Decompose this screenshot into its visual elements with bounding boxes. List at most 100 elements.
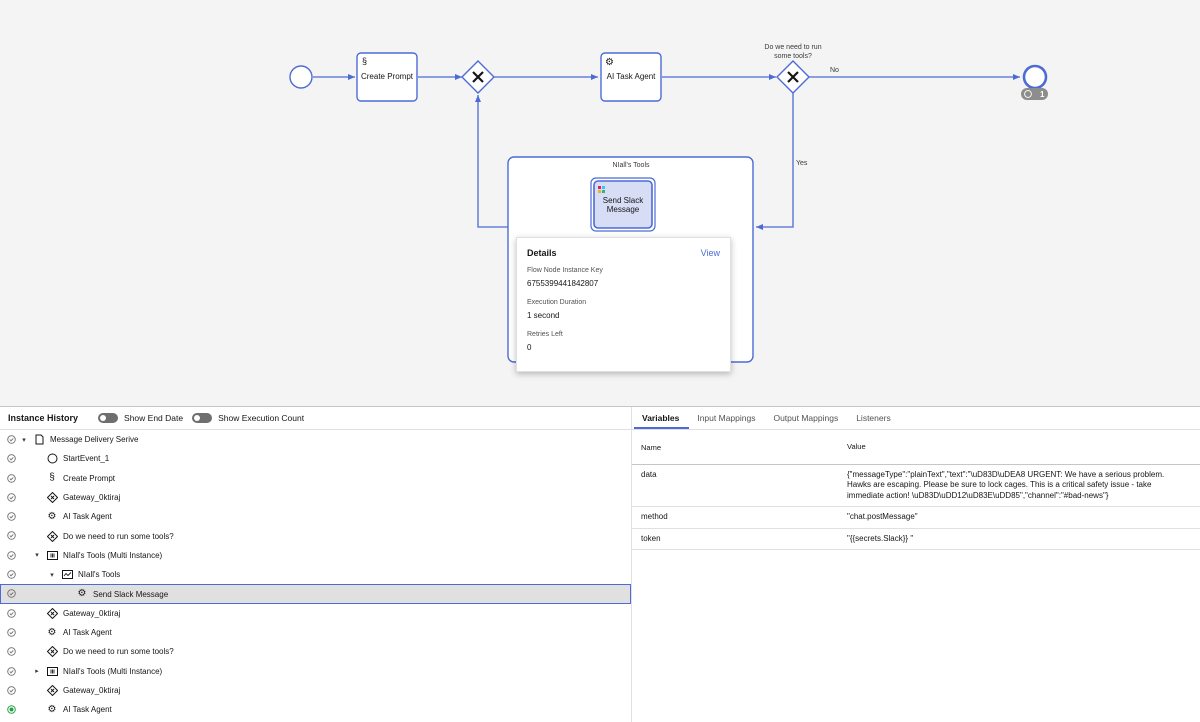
completed-status-icon <box>7 589 16 599</box>
instance-history-panel: Instance History Show End Date Show Exec… <box>0 407 632 722</box>
chevron-down-icon[interactable]: ▾ <box>35 552 39 560</box>
history-row-label: Do we need to run some tools? <box>63 647 174 657</box>
completed-status-icon <box>7 512 16 521</box>
completed-status-icon <box>7 493 16 502</box>
history-row[interactable]: StartEvent_1 <box>0 449 631 468</box>
column-header-value: Value <box>847 442 866 452</box>
task-send-slack-line-1: Send Slack <box>603 196 644 205</box>
completed-status-icon <box>7 686 16 695</box>
history-row-label: AI Task Agent <box>63 705 112 715</box>
flow-node-instance-key: 6755399441842807 <box>527 279 599 288</box>
variable-name: token <box>641 533 661 543</box>
start-event-icon <box>46 453 58 465</box>
variables-tabs: Variables Input Mappings Output Mappings… <box>632 407 1200 430</box>
variable-name: method <box>641 512 668 522</box>
history-row[interactable]: ⚙AI Task Agent <box>0 623 631 642</box>
popover-field-label: Retries Left <box>527 331 563 338</box>
gateway-question-line-2: some tools? <box>774 53 812 60</box>
completed-status-icon <box>7 608 16 618</box>
completed-status-icon <box>7 628 16 637</box>
history-row[interactable]: Gateway_0ktiraj <box>0 604 631 623</box>
tab-variables[interactable]: Variables <box>634 413 690 429</box>
tab-output-mappings[interactable]: Output Mappings <box>773 413 839 423</box>
task-create-prompt[interactable]: § Create Prompt <box>356 52 418 102</box>
toggle-switch[interactable] <box>98 413 119 423</box>
bottom-panels: Instance History Show End Date Show Exec… <box>0 406 1200 722</box>
history-row[interactable]: ▾ NIall's Tools <box>0 565 631 584</box>
show-execution-count-toggle[interactable]: Show Execution Count <box>192 413 304 423</box>
start-event[interactable] <box>289 65 313 89</box>
popover-view-link[interactable]: View <box>700 248 720 258</box>
history-row[interactable]: Do we need to run some tools? <box>0 642 631 661</box>
chevron-down-icon[interactable]: ▾ <box>22 436 26 444</box>
history-row[interactable]: ▸NIall's Tools (Multi Instance) <box>0 662 631 681</box>
popover-field-label: Flow Node Instance Key <box>527 267 603 274</box>
completed-status-icon <box>7 570 16 579</box>
script-icon: § <box>362 56 367 66</box>
sequence-flows <box>313 74 1020 230</box>
toggle-switch[interactable] <box>192 413 213 423</box>
history-row-label: AI Task Agent <box>63 628 112 638</box>
variable-value: "{{secrets.Slack}} " <box>847 533 914 543</box>
slack-icon <box>598 186 605 193</box>
variables-table-header: Name Value <box>632 430 1200 465</box>
completed-status-icon <box>7 454 16 464</box>
show-end-date-toggle[interactable]: Show End Date <box>98 413 183 423</box>
variable-row[interactable]: token "{{secrets.Slack}} " <box>632 529 1200 550</box>
history-row-label: AI Task Agent <box>63 512 112 522</box>
popover-field-label: Execution Duration <box>527 299 587 306</box>
history-row-label: Send Slack Message <box>93 589 169 599</box>
gateway-icon <box>46 607 58 619</box>
script-task-icon: § <box>49 472 55 484</box>
end-event-badge: 1 <box>1021 88 1048 100</box>
gateway-icon <box>46 646 58 658</box>
completed-status-icon <box>7 473 16 483</box>
instance-history-header: Instance History Show End Date Show Exec… <box>0 407 631 430</box>
history-row-label: NIall's Tools <box>78 570 121 580</box>
history-row-label: Create Prompt <box>63 473 116 483</box>
variable-value: {"messageType":"plainText","text":"\uD83… <box>847 470 1165 500</box>
history-row[interactable]: Gateway_0ktiraj <box>0 681 631 700</box>
toggle-label: Show End Date <box>124 413 184 423</box>
gateway-exclusive-1[interactable] <box>461 60 495 94</box>
variables-panel: Variables Input Mappings Output Mappings… <box>632 407 1200 722</box>
history-row[interactable]: ▾Message Delivery Serive <box>0 430 631 449</box>
completed-status-icon <box>7 551 16 560</box>
gateway-run-tools[interactable] <box>776 60 810 94</box>
gear-icon: ⚙ <box>77 588 87 600</box>
chevron-down-icon[interactable]: ▾ <box>50 571 54 579</box>
completed-status-icon <box>7 666 16 676</box>
variables-table: Name Value data {"messageType":"plainTex… <box>632 430 1200 550</box>
tab-listeners[interactable]: Listeners <box>856 413 891 423</box>
bpmn-canvas[interactable]: § Create Prompt ⚙ AI Task Agent Do we ne… <box>0 0 1200 406</box>
gear-icon: ⚙ <box>47 510 57 522</box>
completed-status-icon <box>7 435 16 444</box>
history-row[interactable]: § Create Prompt <box>0 469 631 488</box>
history-row-label: Gateway_0ktiraj <box>63 493 121 503</box>
toggle-label: Show Execution Count <box>218 413 305 423</box>
completed-status-icon <box>7 531 16 541</box>
history-row[interactable]: ▾NIall's Tools (Multi Instance) <box>0 546 631 565</box>
flow-label-no: No <box>830 67 839 74</box>
gear-icon: ⚙ <box>47 703 57 715</box>
subprocess-icon <box>61 569 73 581</box>
end-event[interactable] <box>1022 64 1048 90</box>
task-ai-task-agent[interactable]: ⚙ AI Task Agent <box>600 52 662 102</box>
history-row[interactable]: ⚙ AI Task Agent <box>0 507 631 526</box>
history-row[interactable]: Gateway_0ktiraj <box>0 488 631 507</box>
variable-row[interactable]: data {"messageType":"plainText","text":"… <box>632 465 1200 508</box>
end-event-badge-count: 1 <box>1040 90 1045 99</box>
details-popover: Details View Flow Node Instance Key 6755… <box>516 237 731 372</box>
history-row[interactable]: ⚙ Send Slack Message <box>0 584 631 604</box>
history-row-label: Gateway_0ktiraj <box>63 686 121 695</box>
history-row[interactable]: Do we need to run some tools? <box>0 526 631 545</box>
task-send-slack-message[interactable]: Send Slack Message <box>590 177 656 232</box>
variable-row[interactable]: method "chat.postMessage" <box>632 507 1200 529</box>
popover-title: Details <box>527 248 557 258</box>
history-row[interactable]: ⚙ AI Task Agent <box>0 700 631 719</box>
tab-input-mappings[interactable]: Input Mappings <box>697 413 756 423</box>
multi-instance-icon <box>46 549 58 561</box>
history-row-label: Gateway_0ktiraj <box>63 608 121 618</box>
chevron-right-icon[interactable]: ▸ <box>35 668 39 676</box>
